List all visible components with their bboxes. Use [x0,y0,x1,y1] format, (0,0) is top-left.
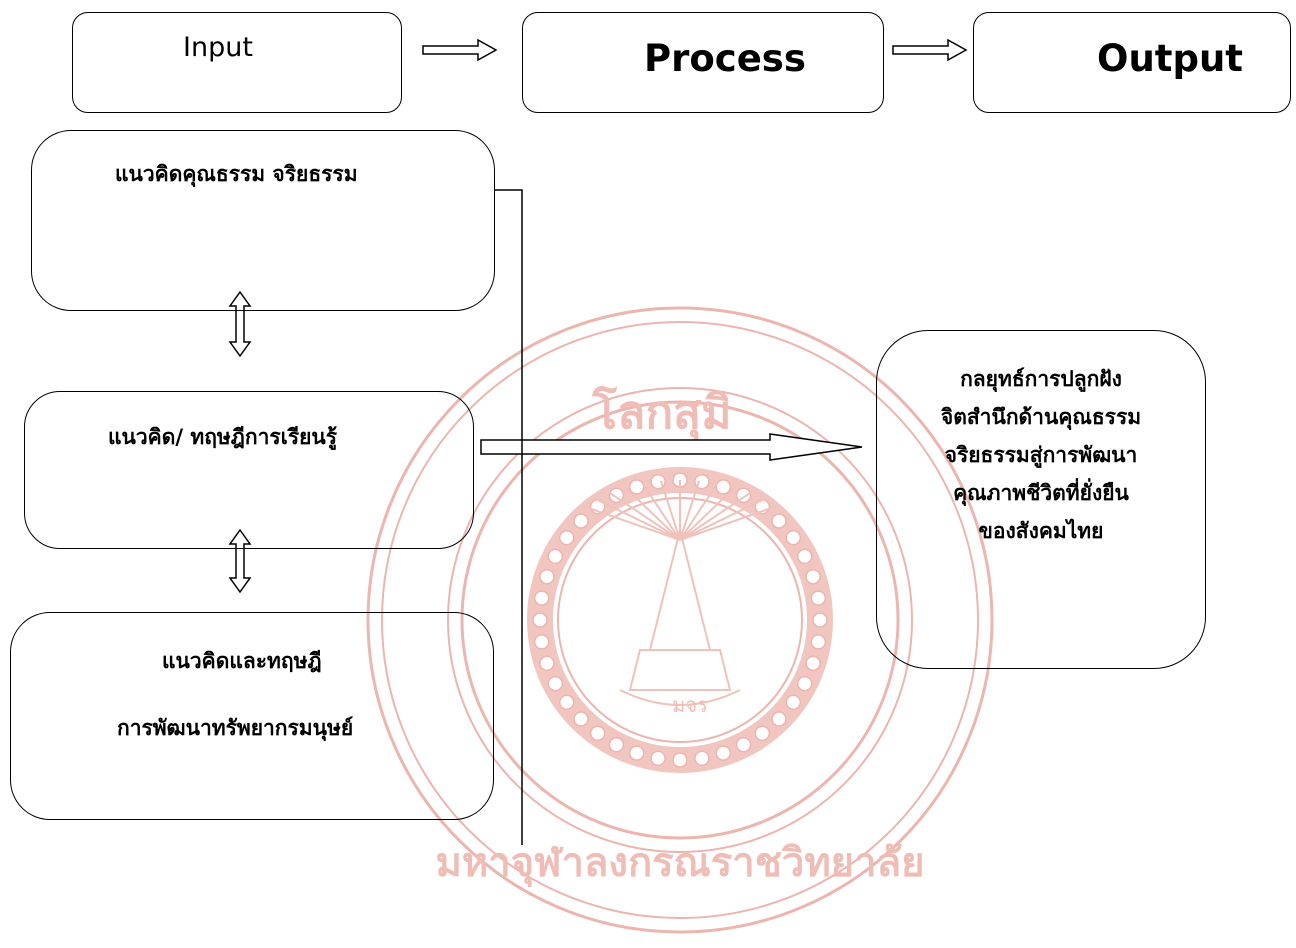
seal-ray [679,480,701,541]
seal-bead [810,634,827,650]
vertical-connector [495,189,523,845]
output-header-box [973,12,1291,113]
strategy-line-5: ของสังคมไทย [978,519,1104,543]
hrd-theory-box [10,612,494,820]
seal-ray [593,497,681,541]
seal-ray [623,486,681,541]
seal-bead [558,694,575,711]
process-to-output-arrow [892,38,968,62]
seal-bead [573,711,589,727]
morality-ethics-concept-box [31,130,495,311]
seal-bead [715,745,732,761]
seal-bead [558,529,575,546]
learning-theory-box [24,391,474,549]
seal-bead [805,568,821,585]
seal-top-text: โลกสุมิ [591,385,731,441]
seal-ray [641,482,681,541]
seal-bead [812,612,828,628]
input-header-box [72,12,402,113]
seal-bead [672,752,688,768]
strategy-line-1: กลยุทธ์การปลูกฝัง [960,367,1122,391]
seal-bead [533,590,550,606]
seal-bead [573,513,589,529]
input-header-label: Input [183,32,253,63]
seal-bead [796,548,813,565]
seal-bead [754,725,771,742]
seal-bead [796,675,813,692]
seal-bead [539,568,555,585]
strategy-line-2: จิตสำนึกด้านคุณธรรม [940,405,1142,429]
strategy-output-box [876,330,1206,669]
seal-ray [607,491,681,541]
hrd-theory-text-line2: การพัฒนาทรัพยากรมนุษย์ [117,716,354,740]
seal-bead [589,725,606,742]
seal-ray [679,486,737,541]
double-arrow-1 [228,290,252,358]
seal-bead [533,634,550,650]
seal-ray [581,504,681,541]
seal-bead [547,548,564,565]
seal-bead [771,711,787,727]
input-to-process-arrow [422,38,498,62]
seal-bead [694,750,710,767]
seal-bead [771,513,787,529]
seal-bead [628,745,645,761]
morality-ethics-concept-text: แนวคิดคุณธรรม จริยธรรม [115,162,358,186]
seal-bead [547,675,564,692]
strategy-line-3: จริยธรรมสู่การพัฒนา [944,443,1138,467]
seal-bead [532,612,548,628]
seal-bead [608,736,625,753]
double-arrow-2 [228,528,252,594]
seal-bottom-text: มหาจุฬาลงกรณราชวิทยาลัย [435,840,924,888]
learning-theory-text: แนวคิด/ ทฤษฎีการเรียนรู้ [108,425,338,449]
seal-bead [785,694,802,711]
seal-bead [805,655,821,672]
process-header-box [522,12,884,113]
seal-bead [650,750,666,767]
seal-ray [679,491,753,541]
seal-bead [785,529,802,546]
seal-ray [659,480,681,541]
process-header-label: Process [644,37,806,80]
seal-bead [539,655,555,672]
hrd-theory-text-line1: แนวคิดและทฤษฎี [162,649,322,673]
output-header-label: Output [1097,37,1243,80]
strategy-output-text: กลยุทธ์การปลูกฝัง จิตสำนึกด้านคุณธรรม จร… [876,360,1206,550]
seal-ray [679,497,767,541]
seal-ray [679,482,719,541]
seal-bead [810,590,827,606]
strategy-line-4: คุณภาพชีวิตที่ยั่งยืน [953,481,1129,505]
seal-ray [679,504,779,541]
seal-initials: มจร [672,693,708,717]
main-output-arrow [480,433,863,461]
seal-bead [735,736,752,753]
